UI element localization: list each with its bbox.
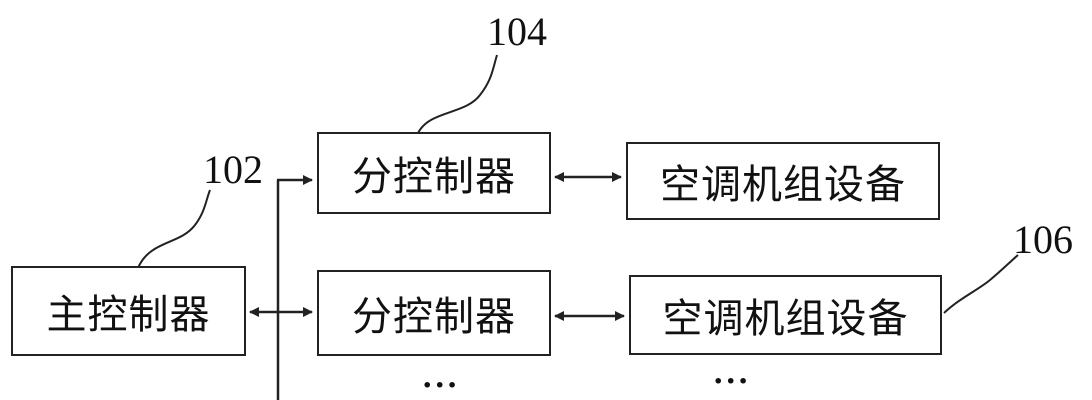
ref-label-102: 102	[203, 147, 263, 192]
main-controller-box: 主控制器	[11, 266, 246, 356]
ac-unit-box-1: 空调机组设备	[626, 142, 940, 220]
ellipsis-ac-units: ···	[713, 364, 751, 399]
leader-line-104	[417, 54, 498, 134]
leader-line-102	[137, 189, 211, 269]
ac-unit-box-2: 空调机组设备	[629, 275, 942, 355]
ellipsis-sub-controllers: ···	[422, 368, 460, 400]
leader-line-106	[943, 254, 1019, 314]
ref-label-106: 106	[1013, 217, 1073, 262]
ac-unit-label-2: 空调机组设备	[662, 296, 909, 342]
sub-controller-label-1: 分控制器	[352, 154, 516, 200]
ac-unit-label-1: 空调机组设备	[660, 162, 906, 208]
sub-controller-label-2: 分控制器	[352, 294, 516, 340]
sub-controller-box-2: 分控制器	[317, 270, 551, 356]
sub-controller-box-1: 分控制器	[317, 132, 551, 214]
ref-label-104: 104	[487, 9, 547, 54]
main-controller-label: 主控制器	[46, 292, 211, 338]
